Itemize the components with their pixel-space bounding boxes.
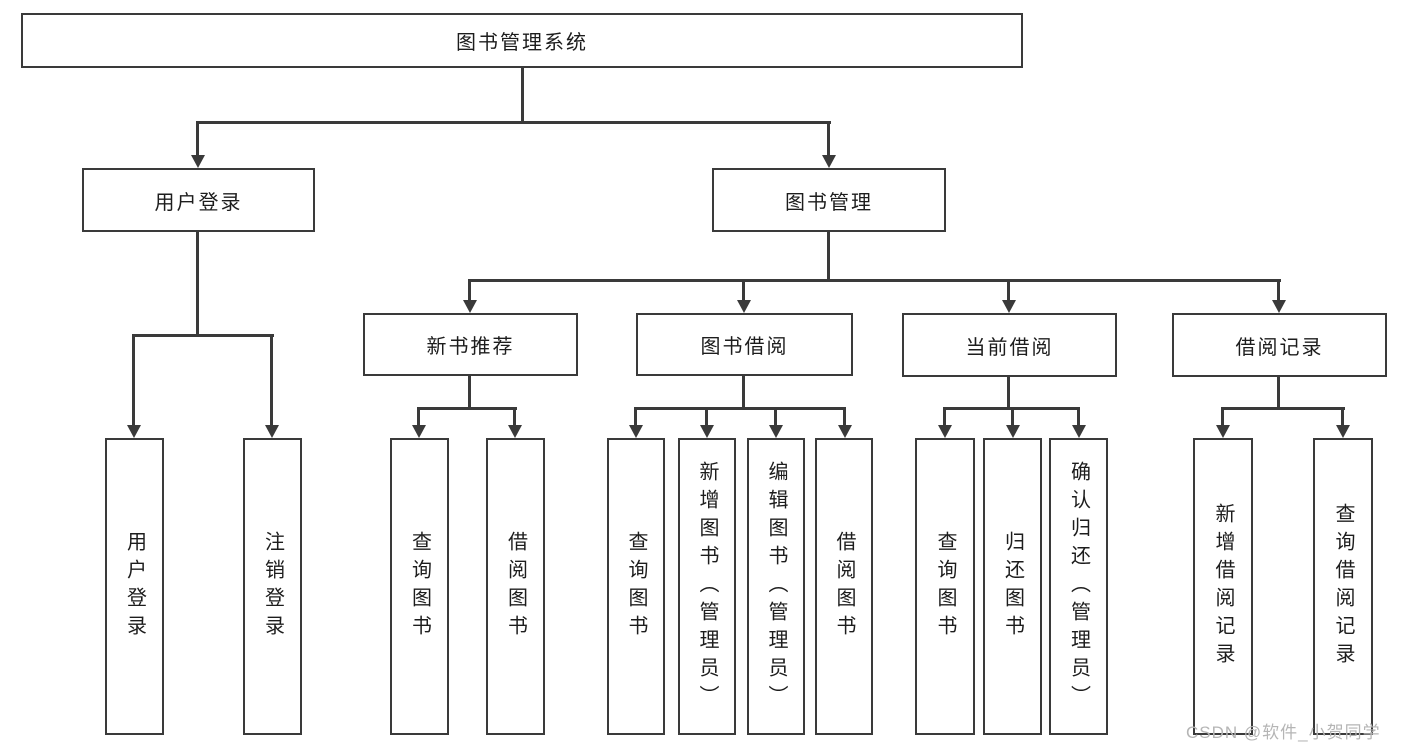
- connector-book-management-stem: [827, 232, 830, 280]
- arrow-down-icon: [1272, 300, 1286, 313]
- connector-user-login-branch: [132, 334, 274, 337]
- connector-leaf-stub: [943, 407, 946, 426]
- leaf-label: 归还图书: [1001, 530, 1024, 643]
- connector-book-management-branch: [468, 279, 1281, 282]
- leaf-label: 查询图书: [408, 530, 431, 643]
- node-current-borrow: 当前借阅: [902, 313, 1117, 377]
- node-borrow-records: 借阅记录: [1172, 313, 1387, 377]
- leaf-return-books: 归还图书: [983, 438, 1042, 735]
- arrow-down-icon: [629, 425, 643, 438]
- leaf-add-books-admin: 新增图书（管理员）: [678, 438, 736, 735]
- connector-leaf-stub: [1221, 407, 1224, 426]
- leaf-label: 确认归还（管理员）: [1067, 460, 1090, 713]
- connector-leaf-stub: [843, 407, 846, 426]
- arrow-down-icon: [191, 155, 205, 168]
- connector-borrow-records-branch: [1221, 407, 1345, 410]
- arrow-down-icon: [1006, 425, 1020, 438]
- leaf-query-borrow-record: 查询借阅记录: [1313, 438, 1373, 735]
- connector-to-leaf-logout: [270, 334, 273, 425]
- connector-leaf-stub: [705, 407, 708, 426]
- leaf-label: 注销登录: [261, 530, 284, 643]
- leaf-query-books-current: 查询图书: [915, 438, 975, 735]
- arrow-down-icon: [1336, 425, 1350, 438]
- arrow-down-icon: [1216, 425, 1230, 438]
- connector-book-borrow-branch: [634, 407, 846, 410]
- connector-leaf-stub: [513, 407, 516, 426]
- leaf-borrow-books-recommend: 借阅图书: [486, 438, 545, 735]
- connector-to-current-borrow: [1007, 279, 1010, 301]
- leaf-label: 查询图书: [625, 530, 647, 643]
- leaf-label: 用户登录: [123, 530, 146, 643]
- leaf-logout: 注销登录: [243, 438, 302, 735]
- node-book-borrow: 图书借阅: [636, 313, 853, 376]
- leaf-borrow-books: 借阅图书: [815, 438, 873, 735]
- arrow-down-icon: [769, 425, 783, 438]
- leaf-label: 借阅图书: [833, 530, 855, 643]
- connector-leaf-stub: [1011, 407, 1014, 426]
- connector-to-book-borrow: [742, 279, 745, 301]
- leaf-label: 编辑图书（管理员）: [765, 460, 787, 713]
- connector-to-user-login: [196, 121, 199, 156]
- watermark: CSDN @软件_小贺同学: [1186, 723, 1381, 742]
- arrow-down-icon: [700, 425, 714, 438]
- connector-to-book-management: [827, 121, 830, 156]
- leaf-confirm-return-admin: 确认归还（管理员）: [1049, 438, 1108, 735]
- connector-borrow-records-stem: [1277, 377, 1280, 409]
- connector-user-login-stem: [196, 232, 199, 337]
- arrow-down-icon: [265, 425, 279, 438]
- connector-to-borrow-records: [1277, 279, 1280, 301]
- connector-leaf-stub: [1341, 407, 1344, 426]
- arrow-down-icon: [508, 425, 522, 438]
- node-root: 图书管理系统: [21, 13, 1023, 68]
- arrow-down-icon: [822, 155, 836, 168]
- arrow-down-icon: [938, 425, 952, 438]
- leaf-query-books-recommend: 查询图书: [390, 438, 449, 735]
- leaf-query-books-borrow: 查询图书: [607, 438, 665, 735]
- leaf-user-login: 用户登录: [105, 438, 164, 735]
- leaf-edit-books-admin: 编辑图书（管理员）: [747, 438, 805, 735]
- connector-leaf-stub: [634, 407, 637, 426]
- connector-root-stem: [521, 68, 524, 122]
- arrow-down-icon: [463, 300, 477, 313]
- arrow-down-icon: [127, 425, 141, 438]
- leaf-label: 借阅图书: [504, 530, 527, 643]
- node-user-login: 用户登录: [82, 168, 315, 232]
- leaf-label: 查询图书: [934, 530, 956, 643]
- arrow-down-icon: [737, 300, 751, 313]
- leaf-label: 新增图书（管理员）: [696, 460, 718, 713]
- arrow-down-icon: [1002, 300, 1016, 313]
- connector-to-leaf-login: [132, 334, 135, 425]
- connector-to-new-book: [468, 279, 471, 301]
- node-new-book-recommend: 新书推荐: [363, 313, 578, 376]
- node-book-management: 图书管理: [712, 168, 946, 232]
- arrow-down-icon: [838, 425, 852, 438]
- arrow-down-icon: [1072, 425, 1086, 438]
- connector-leaf-stub: [1077, 407, 1080, 426]
- arrow-down-icon: [412, 425, 426, 438]
- connector-leaf-stub: [774, 407, 777, 426]
- connector-root-branch: [196, 121, 831, 124]
- leaf-add-borrow-record: 新增借阅记录: [1193, 438, 1253, 735]
- connector-leaf-stub: [417, 407, 420, 426]
- leaf-label: 新增借阅记录: [1212, 502, 1234, 671]
- connector-new-book-branch: [417, 407, 517, 410]
- connector-book-borrow-stem: [742, 376, 745, 409]
- leaf-label: 查询借阅记录: [1332, 502, 1354, 671]
- connector-new-book-stem: [468, 376, 471, 409]
- connector-current-borrow-stem: [1007, 377, 1010, 409]
